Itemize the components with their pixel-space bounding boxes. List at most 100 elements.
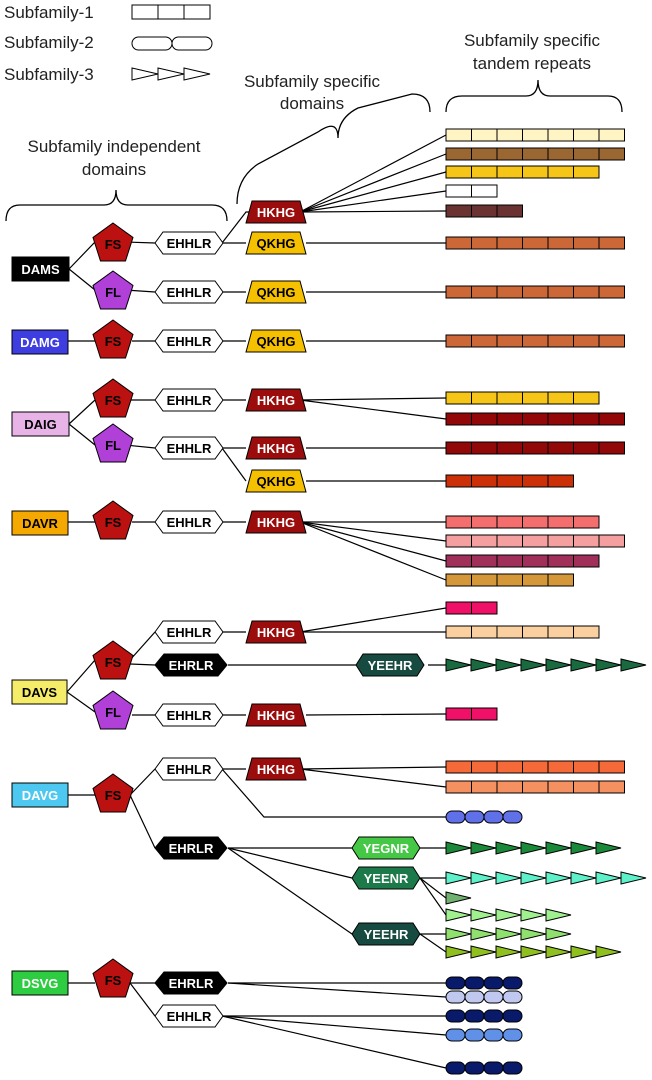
legend-triangle-symbol <box>131 67 211 81</box>
repeat-unit-pill <box>483 1028 504 1042</box>
domain-EHHLR: EHHLR <box>154 231 224 255</box>
repeat-unit-rect <box>547 147 574 161</box>
repeat-unit-triangle <box>470 945 497 959</box>
repeat-unit-rect <box>522 285 549 299</box>
repeat-unit-pill <box>502 1009 523 1023</box>
repeat-unit-rect <box>496 625 523 639</box>
repeat-unit-rect <box>445 760 472 774</box>
repeat-unit-rect <box>522 780 549 794</box>
domain-label: HKHG <box>257 205 295 220</box>
domain-YEENR: YEENR <box>351 866 421 890</box>
repeat-unit-pill <box>445 1061 466 1075</box>
repeat-unit-rect <box>522 147 549 161</box>
domain-FS: FS <box>92 500 134 540</box>
domain-EHHLR: EHHLR <box>154 388 224 412</box>
domain-EHHLR: EHHLR <box>154 620 224 644</box>
repeat-unit-rect <box>471 147 498 161</box>
legend-rect-symbol <box>131 4 211 20</box>
repeat-unit-pill <box>483 1009 504 1023</box>
repeat-unit-rect <box>496 474 523 488</box>
domain-label: EHRLR <box>169 976 214 991</box>
domain-label: EHHLR <box>167 285 212 300</box>
repeat-unit-pill <box>464 810 485 824</box>
domain-label: FS <box>105 788 122 803</box>
repeat-row <box>445 412 625 426</box>
repeat-unit-triangle <box>545 658 572 672</box>
repeat-unit-rect <box>471 204 498 218</box>
repeat-unit-rect <box>471 236 498 250</box>
repeat-unit-pill <box>445 990 466 1004</box>
repeat-unit-triangle <box>520 841 547 855</box>
repeat-unit-triangle <box>470 871 497 885</box>
repeat-unit-triangle <box>445 945 472 959</box>
domain-HKHG: HKHG <box>245 388 307 412</box>
legend-label: Subfamily-3 <box>4 65 94 84</box>
repeat-unit-triangle <box>470 841 497 855</box>
repeat-unit-rect <box>598 285 625 299</box>
repeat-unit-triangle <box>520 871 547 885</box>
repeat-unit-rect <box>547 165 574 179</box>
repeat-unit-rect <box>445 554 472 568</box>
repeat-unit-rect <box>496 441 523 455</box>
repeat-row <box>445 391 600 405</box>
repeat-unit-triangle <box>495 945 522 959</box>
repeat-row <box>445 573 574 587</box>
domain-label: EHHLR <box>167 236 212 251</box>
repeat-row <box>445 334 625 348</box>
domain-FL: FL <box>92 270 134 310</box>
repeat-unit-rect <box>445 573 472 587</box>
domain-EHRLR: EHRLR <box>154 653 228 677</box>
family-box <box>11 256 70 282</box>
repeat-unit-rect <box>445 441 472 455</box>
repeat-row <box>445 760 625 774</box>
family-box <box>11 329 69 355</box>
repeat-row <box>445 707 498 721</box>
family-box <box>11 782 69 808</box>
repeat-unit-rect <box>573 165 600 179</box>
repeat-unit-pill <box>464 1009 485 1023</box>
repeat-row <box>445 1009 523 1023</box>
repeat-unit-rect <box>547 534 574 548</box>
legend-item-subfamily-1: Subfamily-1 <box>4 3 211 22</box>
repeat-unit-rect <box>598 236 625 250</box>
family-box <box>11 970 69 996</box>
domain-label: FS <box>105 655 122 670</box>
repeat-unit-pill <box>464 976 485 990</box>
repeat-unit-triangle <box>545 908 572 922</box>
repeat-unit-rect <box>598 128 625 142</box>
repeat-unit-rect <box>445 128 472 142</box>
domain-EHHLR: EHHLR <box>154 703 224 727</box>
repeat-unit-rect <box>471 625 498 639</box>
repeat-unit-rect <box>573 128 600 142</box>
domain-label: HKHG <box>257 441 295 456</box>
domain-EHHLR: EHHLR <box>154 280 224 304</box>
repeat-unit-rect <box>522 625 549 639</box>
repeat-unit-rect <box>573 236 600 250</box>
repeat-row <box>445 625 600 639</box>
repeat-unit-rect <box>522 554 549 568</box>
repeat-unit-rect <box>471 515 498 529</box>
repeat-unit-rect <box>522 534 549 548</box>
repeat-unit-rect <box>445 474 472 488</box>
repeat-row <box>445 976 523 990</box>
repeat-unit-rect <box>573 554 600 568</box>
repeat-unit-rect <box>445 534 472 548</box>
repeat-row <box>445 554 600 568</box>
repeat-unit-rect <box>496 554 523 568</box>
repeat-row <box>445 871 647 885</box>
repeat-unit-rect <box>471 554 498 568</box>
domain-FS: FS <box>92 222 134 262</box>
repeat-unit-rect <box>547 625 574 639</box>
domain-label: FL <box>105 285 121 300</box>
repeat-unit-triangle <box>595 841 622 855</box>
repeat-unit-rect <box>496 534 523 548</box>
domain-label: FS <box>105 393 122 408</box>
repeat-unit-rect <box>573 412 600 426</box>
header-line: Subfamily specific <box>464 31 601 50</box>
brace-specific <box>236 93 431 205</box>
repeat-row <box>445 184 498 198</box>
repeat-unit-pill <box>502 976 523 990</box>
repeat-unit-rect <box>547 760 574 774</box>
repeat-unit-rect <box>522 391 549 405</box>
